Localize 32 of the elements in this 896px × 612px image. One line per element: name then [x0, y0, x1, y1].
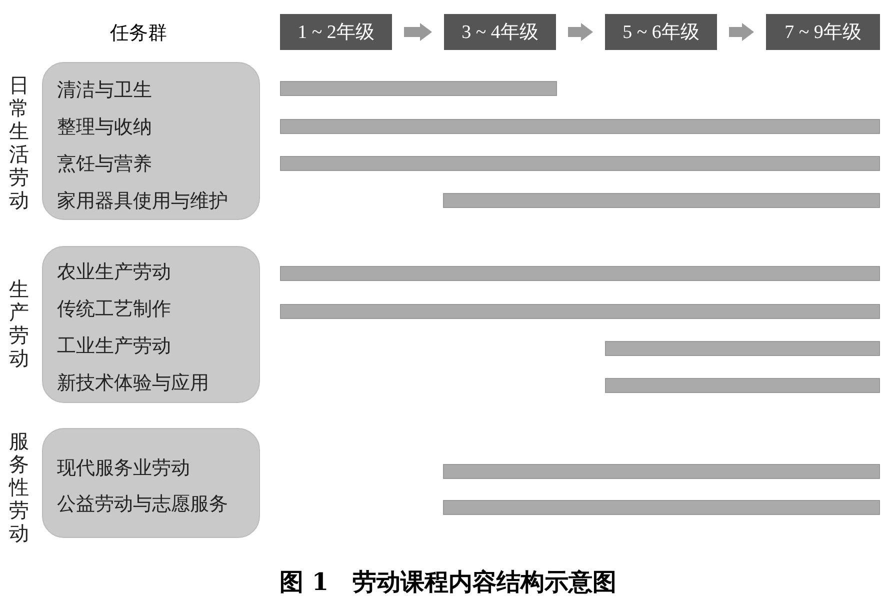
task-item: 现代服务业劳动: [57, 457, 190, 479]
grade-range-bar: [280, 81, 557, 96]
task-item: 烹饪与营养: [57, 153, 152, 175]
grade-range-bar: [443, 500, 880, 515]
group-heading: 生产劳动: [9, 278, 30, 370]
task-item: 传统工艺制作: [57, 298, 171, 320]
grade-box: 7 ~ 9年级: [766, 14, 880, 50]
task-item: 工业生产劳动: [57, 335, 171, 357]
figure-caption: 图 1 劳动课程内容结构示意图: [278, 566, 618, 598]
grade-range-bar: [280, 156, 880, 171]
grade-range-bar: [443, 193, 880, 208]
group-heading: 日常生活劳动: [9, 74, 30, 212]
arrow: [568, 23, 593, 41]
grade-box: 5 ~ 6年级: [605, 14, 717, 50]
task-item: 农业生产劳动: [57, 261, 171, 283]
column-heading: 任务群: [110, 21, 167, 46]
grade-range-bar: [280, 304, 880, 319]
task-item: 整理与收纳: [57, 116, 152, 138]
grade-range-bar: [280, 119, 880, 134]
task-item: 新技术体验与应用: [57, 372, 209, 394]
arrow: [404, 23, 432, 41]
arrow: [729, 23, 754, 41]
task-item: 清洁与卫生: [57, 79, 152, 101]
grade-range-bar: [605, 341, 880, 356]
group-heading: 服务性劳动: [9, 430, 30, 545]
grade-range-bar: [605, 378, 880, 393]
task-item: 家用器具使用与维护: [57, 190, 228, 212]
grade-range-bar: [280, 266, 880, 281]
grade-range-bar: [443, 464, 880, 479]
grade-box: 1 ~ 2年级: [280, 14, 392, 50]
task-item: 公益劳动与志愿服务: [57, 493, 228, 515]
grade-box: 3 ~ 4年级: [444, 14, 556, 50]
